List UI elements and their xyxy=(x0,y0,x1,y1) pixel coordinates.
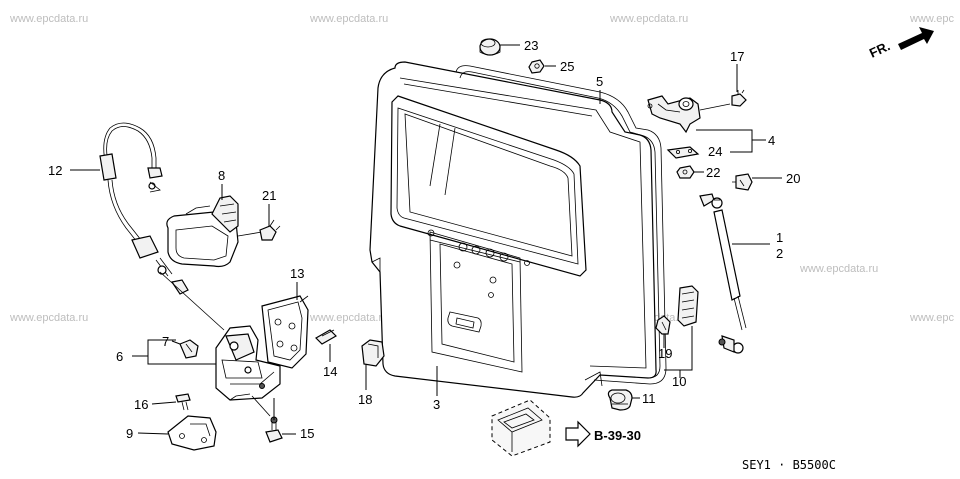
callout-18: 18 xyxy=(358,392,372,407)
callout-16: 16 xyxy=(134,397,148,412)
watermark: www.epcdata.ru xyxy=(9,13,88,25)
watermark: www.epc xyxy=(909,312,955,324)
watermark: www.epcdata.ru xyxy=(309,312,388,324)
part-15-bolt xyxy=(265,416,283,443)
callout-12: 12 xyxy=(48,163,62,178)
callout-10: 10 xyxy=(672,374,686,389)
callout-9: 9 xyxy=(126,426,133,441)
part-24-spacer xyxy=(666,146,700,159)
callout-13: 13 xyxy=(290,266,304,281)
reference-label: B-39-30 xyxy=(594,428,641,443)
part-22-nut xyxy=(676,165,695,179)
part-7-clip xyxy=(179,339,199,359)
callout-15: 15 xyxy=(300,426,314,441)
watermark: www.epcdata.ru xyxy=(9,312,88,324)
callout-8: 8 xyxy=(218,168,225,183)
callout-3: 3 xyxy=(433,397,440,412)
callout-21: 21 xyxy=(262,188,276,203)
callout-14: 14 xyxy=(323,364,337,379)
callout-22: 22 xyxy=(706,165,720,180)
callout-17: 17 xyxy=(730,49,744,64)
watermark: www.epc xyxy=(909,13,955,25)
callout-1: 1 xyxy=(776,230,783,245)
part-17-bolt xyxy=(731,89,747,107)
front-direction-indicator: FR. xyxy=(867,27,934,61)
callout-25: 25 xyxy=(560,59,574,74)
tailgate-panel xyxy=(369,61,657,398)
front-label: FR. xyxy=(867,38,892,60)
part-16-screw xyxy=(175,393,191,411)
part-9-striker xyxy=(167,415,217,451)
part-11-stopper xyxy=(607,389,633,411)
part-6-latch xyxy=(215,325,281,417)
callout-19: 19 xyxy=(658,346,672,361)
callout-2: 2 xyxy=(776,246,783,261)
part-20-bolt xyxy=(732,173,753,191)
callout-4: 4 xyxy=(768,133,775,148)
part-4-hinge xyxy=(647,95,731,134)
callout-11: 11 xyxy=(642,391,656,406)
leader-lines xyxy=(70,44,782,435)
front-arrow-icon xyxy=(898,27,934,50)
part-10-bumper xyxy=(677,285,699,327)
part-13-actuator xyxy=(261,295,309,369)
part-23-grommet xyxy=(479,38,501,56)
watermark: www.epcdata.ru xyxy=(309,13,388,25)
reference-arrow-icon xyxy=(565,420,591,448)
part-19-clip xyxy=(655,315,671,335)
part-25-nut xyxy=(528,59,545,74)
watermark: www.epcdata.ru xyxy=(609,13,688,25)
callout-6: 6 xyxy=(116,349,123,364)
callout-5: 5 xyxy=(596,74,603,89)
part-14-screw xyxy=(315,329,337,345)
watermark: www.epcdata.ru xyxy=(799,263,878,275)
license-light-reference xyxy=(491,399,551,457)
callout-numbers: 23 25 5 17 4 24 22 20 1 2 19 10 11 3 18 … xyxy=(48,38,800,441)
callout-23: 23 xyxy=(524,38,538,53)
diagram-code: SEY1 · B5500C xyxy=(742,458,836,472)
part-12-cable xyxy=(99,122,225,331)
weatherstrip-5 xyxy=(455,65,667,385)
callout-24: 24 xyxy=(708,144,722,159)
part-21-bolt xyxy=(259,219,281,241)
part-18-switch xyxy=(361,339,385,367)
part-8-handle xyxy=(166,195,263,268)
part-1-2-gas-strut xyxy=(699,193,747,354)
callout-7: 7 xyxy=(162,334,169,349)
callout-20: 20 xyxy=(786,171,800,186)
